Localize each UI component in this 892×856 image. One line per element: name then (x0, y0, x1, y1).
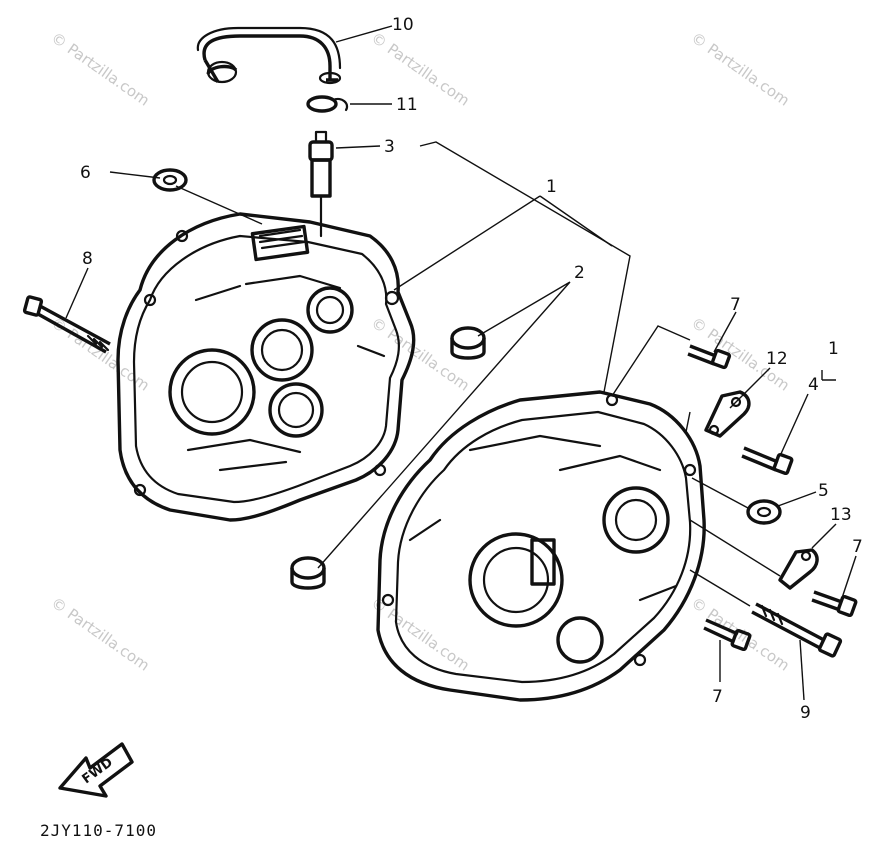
callout-9: 9 (800, 703, 811, 723)
crankcase-bolt-long (22, 295, 111, 354)
bolt-4 (741, 446, 794, 476)
watermark: © Partzilla.com (48, 314, 153, 395)
watermark: © Partzilla.com (688, 29, 793, 110)
callout-1: 1 (546, 177, 557, 197)
callout-13: 13 (830, 505, 852, 525)
dowel-pin-upper (450, 326, 486, 360)
callout-6: 6 (80, 163, 91, 183)
hose-clip (306, 95, 349, 113)
right-crankcase (376, 390, 706, 702)
callout-8: 8 (82, 249, 93, 269)
washer (746, 499, 782, 525)
breather-fitting (308, 130, 334, 238)
callout-7-middle: 7 (852, 537, 863, 557)
callout-7-upper: 7 (730, 295, 741, 315)
bolt-7-lower (703, 618, 752, 652)
left-crankcase (116, 212, 416, 522)
leader-lines (65, 25, 857, 701)
bolt-7-upper (687, 344, 732, 370)
watermark: © Partzilla.com (368, 594, 473, 675)
fwd-arrow-icon: FWD (58, 742, 134, 798)
callout-2: 2 (574, 263, 585, 283)
crankcase-plug (152, 168, 188, 192)
bolt-7-middle (811, 590, 858, 618)
callout-10: 10 (392, 15, 414, 35)
watermark: © Partzilla.com (368, 29, 473, 110)
callout-12: 12 (766, 349, 788, 369)
callout-7-lower: 7 (712, 687, 723, 707)
callout-11: 11 (396, 95, 418, 115)
clamp (778, 548, 819, 590)
watermark: © Partzilla.com (48, 594, 153, 675)
callouts: 10 11 3 6 1 8 2 7 12 1 4 5 13 7 7 9 (80, 15, 863, 723)
crankcase-bolt-right (751, 602, 843, 658)
breather-hose (196, 26, 342, 85)
callout-1-right: 1 (828, 339, 839, 359)
callout-5: 5 (818, 481, 829, 501)
watermark: © Partzilla.com (48, 29, 153, 110)
bracket (704, 390, 751, 438)
watermark: © Partzilla.com (688, 594, 793, 675)
diagram-code: 2JY110-7100 (40, 821, 157, 840)
callout-4: 4 (808, 375, 819, 395)
watermark: © Partzilla.com (368, 314, 473, 395)
callout-3: 3 (384, 137, 395, 157)
dowel-pin-lower (290, 556, 326, 590)
